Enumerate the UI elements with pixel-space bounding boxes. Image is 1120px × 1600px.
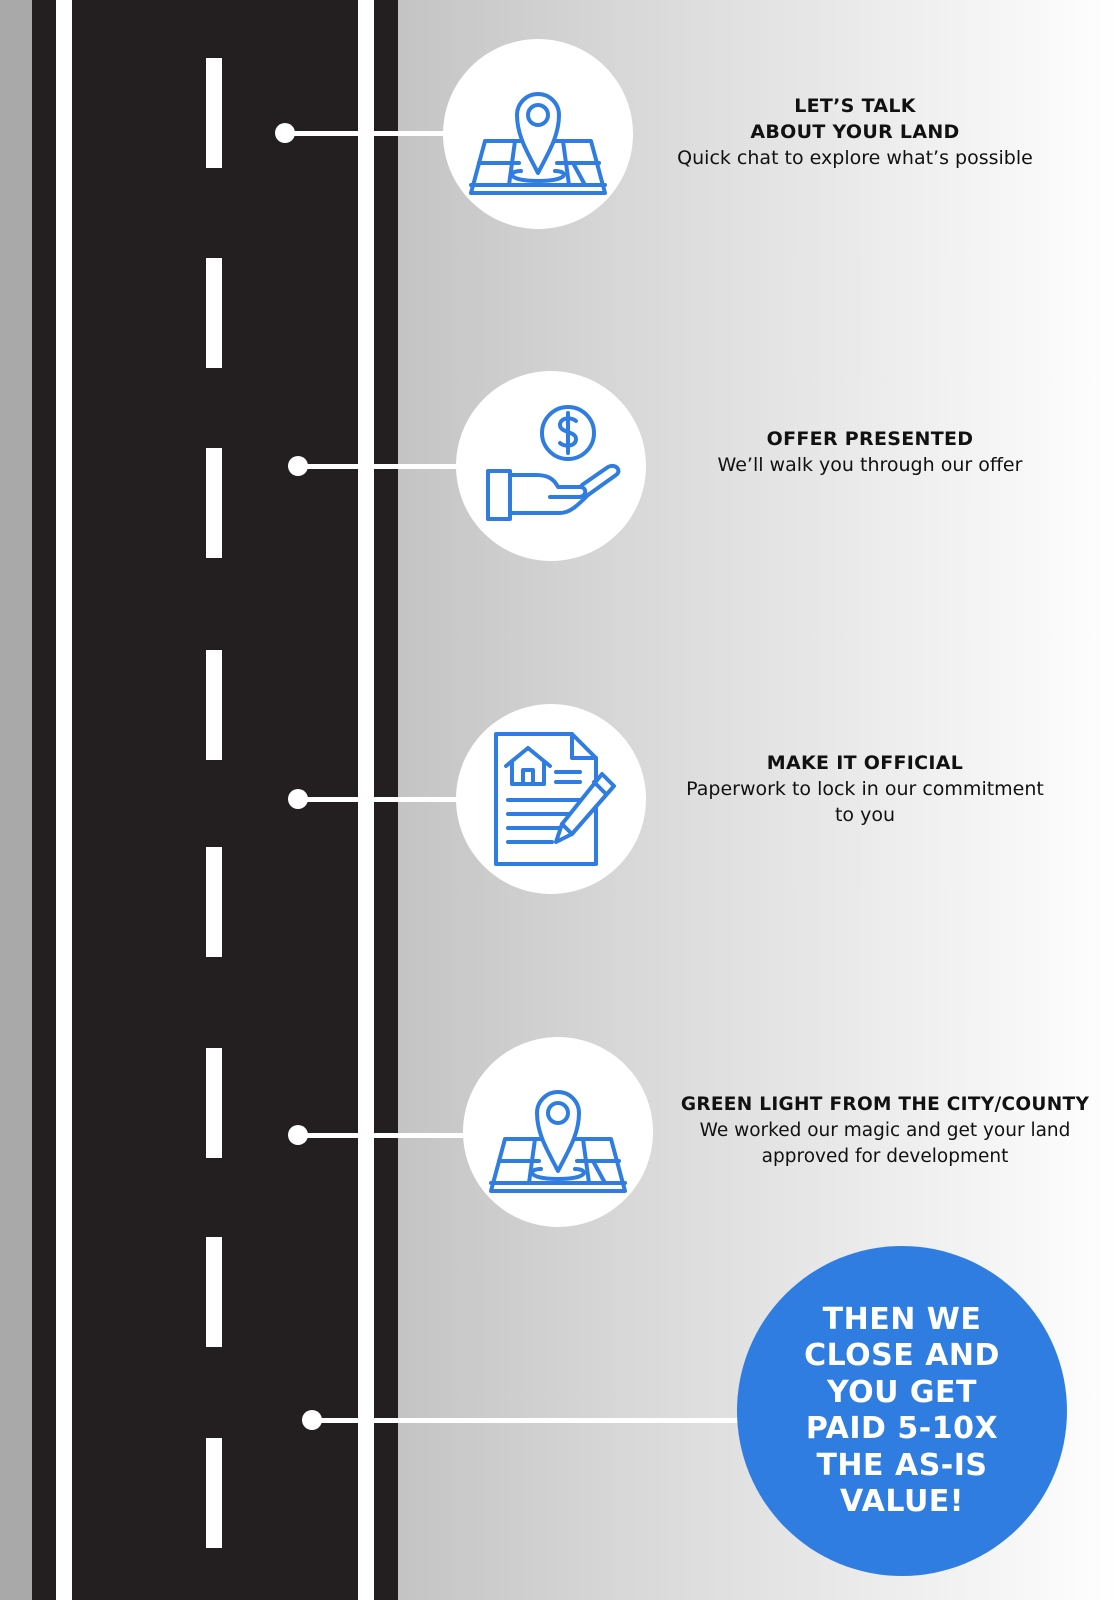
step-connector bbox=[298, 797, 464, 802]
step-description: Paperwork to lock in our commitment bbox=[686, 778, 1044, 800]
final-step-text: THEN WE CLOSE AND YOU GET PAID 5-10X THE… bbox=[804, 1302, 1000, 1521]
road-dash bbox=[206, 448, 222, 558]
step-title: LET’S TALK ABOUT YOUR LAND bbox=[630, 93, 1080, 145]
step-description: Quick chat to explore what’s possible bbox=[677, 147, 1033, 169]
final-text-line: YOU GET bbox=[826, 1374, 978, 1410]
road-dash bbox=[206, 258, 222, 368]
step-dot bbox=[288, 789, 308, 809]
step-4-text: GREEN LIGHT FROM THE CITY/COUNTY We work… bbox=[660, 1092, 1110, 1170]
road-shoulder bbox=[0, 0, 32, 1600]
step-3-text: MAKE IT OFFICIAL Paperwork to lock in ou… bbox=[650, 750, 1080, 828]
road-dash bbox=[206, 650, 222, 760]
step-connector bbox=[312, 1418, 742, 1423]
step-connector bbox=[298, 464, 464, 469]
road-dash bbox=[206, 1438, 222, 1548]
step-description: to you bbox=[834, 804, 896, 826]
road-dash bbox=[206, 1237, 222, 1347]
step-title-line: LET’S TALK bbox=[794, 95, 916, 117]
map-pin-icon bbox=[489, 1090, 627, 1193]
step-connector bbox=[298, 1133, 470, 1138]
step-connector bbox=[285, 131, 450, 136]
step-1-icon-circle bbox=[443, 39, 633, 229]
final-text-line: VALUE! bbox=[840, 1484, 964, 1519]
step-dot bbox=[302, 1410, 322, 1430]
step-title: OFFER PRESENTED bbox=[660, 426, 1080, 452]
step-3-icon-circle bbox=[456, 704, 646, 894]
step-title-line: MAKE IT OFFICIAL bbox=[766, 752, 964, 774]
step-title: GREEN LIGHT FROM THE CITY/COUNTY bbox=[660, 1092, 1110, 1118]
step-title-line: GREEN LIGHT FROM THE CITY/COUNTY bbox=[680, 1094, 1090, 1115]
step-1-text: LET’S TALK ABOUT YOUR LAND Quick chat to… bbox=[630, 93, 1080, 171]
final-text-line: THE AS-IS bbox=[816, 1447, 988, 1483]
step-description: We’ll walk you through our offer bbox=[717, 454, 1023, 476]
step-title-line: ABOUT YOUR LAND bbox=[750, 121, 960, 143]
step-2-text: OFFER PRESENTED We’ll walk you through o… bbox=[660, 426, 1080, 478]
step-dot bbox=[288, 456, 308, 476]
road-dash bbox=[206, 1048, 222, 1158]
step-dot bbox=[288, 1125, 308, 1145]
step-description: approved for development bbox=[761, 1146, 1009, 1167]
step-title-line: OFFER PRESENTED bbox=[766, 428, 974, 450]
road-edge-line-left bbox=[56, 0, 72, 1600]
road-dash bbox=[206, 847, 222, 957]
final-step-circle: THEN WE CLOSE AND YOU GET PAID 5-10X THE… bbox=[737, 1246, 1067, 1576]
step-title: MAKE IT OFFICIAL bbox=[650, 750, 1080, 776]
step-4-icon-circle bbox=[463, 1037, 653, 1227]
step-2-icon-circle bbox=[456, 371, 646, 561]
road-dash bbox=[206, 58, 222, 168]
map-pin-icon bbox=[469, 92, 607, 195]
final-text-line: PAID 5-10X bbox=[805, 1411, 999, 1446]
hand-dollar-icon bbox=[486, 405, 621, 521]
step-dot bbox=[275, 123, 295, 143]
final-text-line: THEN WE bbox=[822, 1301, 982, 1337]
final-text-line: CLOSE AND bbox=[804, 1338, 1000, 1373]
document-pencil-icon bbox=[494, 732, 616, 866]
step-description: We worked our magic and get your land bbox=[699, 1120, 1071, 1141]
